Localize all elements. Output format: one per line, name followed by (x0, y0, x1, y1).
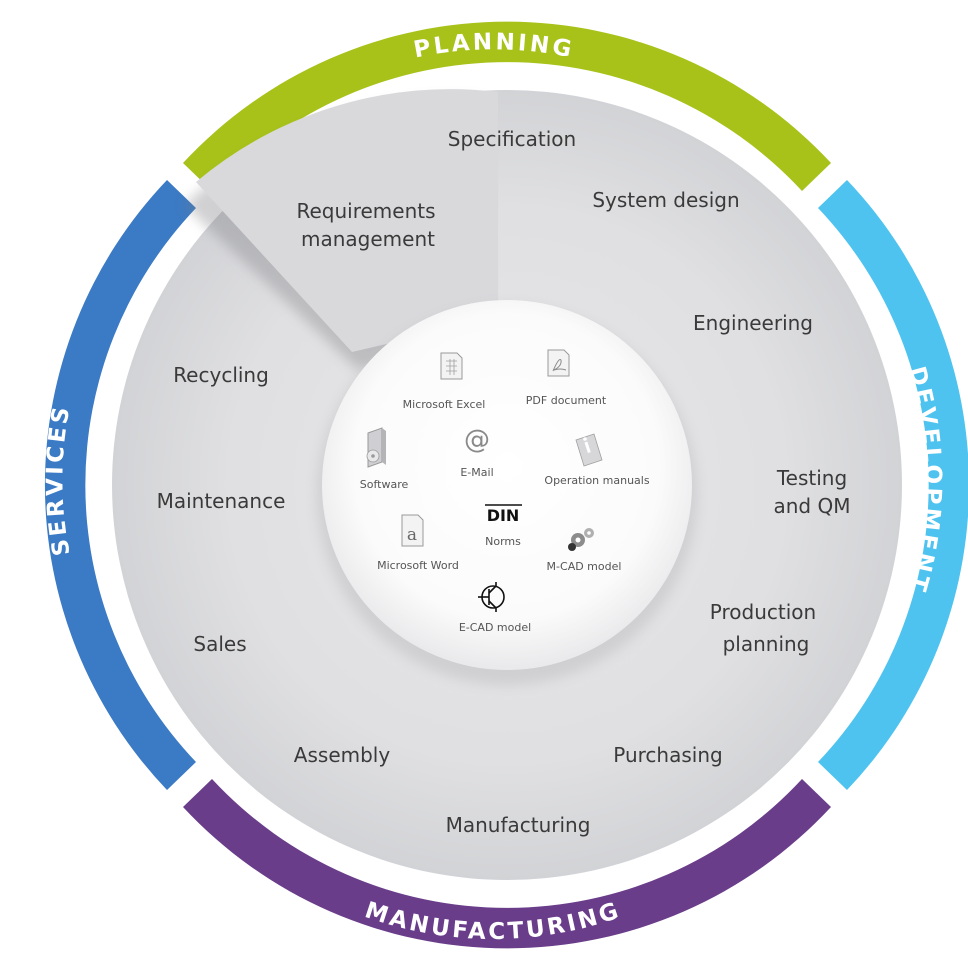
planning-fragment-text: PLA (112, 136, 155, 158)
testing-label-line1: Testing (776, 466, 847, 490)
din-norm-icon: DIN (485, 504, 522, 525)
assembly-label: Assembly (294, 743, 391, 767)
pdf-document-icon (547, 349, 570, 377)
specification-label: Specification (448, 127, 576, 151)
transistor-symbol-icon (478, 582, 505, 612)
purchasing-label: Purchasing (613, 743, 722, 767)
requirements-wedge (184, 89, 498, 370)
maintenance-label: Maintenance (157, 489, 286, 513)
excel-label: Microsoft Excel (403, 398, 486, 411)
svg-text:DIN: DIN (487, 506, 520, 525)
svg-text:a: a (407, 525, 417, 545)
sales-label: Sales (193, 632, 246, 656)
services-arc (44, 180, 196, 790)
engineering-label: Engineering (693, 311, 813, 335)
system-design-label: System design (592, 188, 739, 212)
testing-label-line2: and QM (774, 494, 851, 518)
outer-ring (44, 21, 968, 949)
software-box-icon (366, 427, 386, 468)
data-center-circle (322, 300, 692, 670)
spreadsheet-document-icon (440, 352, 463, 380)
production-planning-label-line1: Production (710, 600, 816, 624)
recycling-label: Recycling (173, 363, 269, 387)
at-sign-icon: @ (464, 425, 490, 455)
requirements-label-line1: Requirements (296, 199, 435, 223)
development-arc (818, 180, 968, 790)
services-label: SERVICES (42, 402, 75, 558)
planning-arc (183, 21, 831, 191)
mcad-label: M-CAD model (547, 560, 622, 573)
manuals-label: Operation manuals (544, 474, 649, 487)
requirements-label-line2: management (301, 227, 435, 251)
manual-info-icon (575, 433, 603, 467)
production-planning-label-line2: planning (723, 632, 810, 656)
email-label: E-Mail (460, 466, 493, 479)
gears-icon (568, 528, 594, 551)
manufacturing-step-label: Manufacturing (446, 813, 591, 837)
pdf-label: PDF document (526, 394, 607, 407)
norms-label: Norms (485, 535, 521, 548)
word-document-icon: a (401, 514, 424, 547)
word-label: Microsoft Word (377, 559, 459, 572)
manufacturing-arc (183, 779, 831, 949)
ecad-label: E-CAD model (459, 621, 531, 634)
software-label: Software (360, 478, 409, 491)
